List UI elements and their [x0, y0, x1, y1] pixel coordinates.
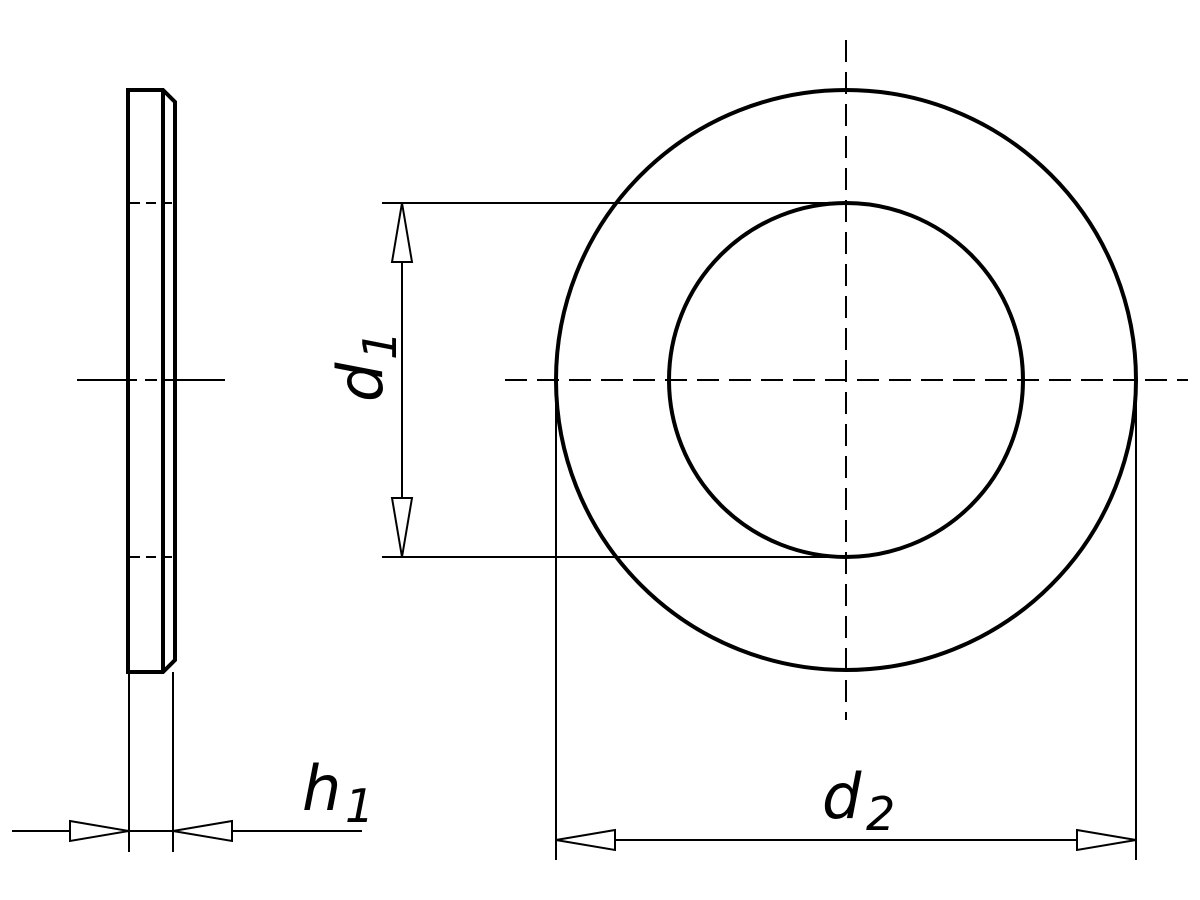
dimension-d1: d 1 [324, 202, 846, 558]
dimension-label-d: d [822, 760, 862, 833]
arrow-head [172, 819, 233, 843]
arrow-head [555, 828, 616, 852]
dimension-label-subscript: 2 [866, 787, 895, 841]
dimension-label-d: d [324, 362, 397, 402]
dimension-label-subscript: 1 [353, 331, 407, 360]
side-view [77, 88, 225, 674]
arrow-head [69, 819, 130, 843]
dimension-d2: d 2 [555, 380, 1137, 860]
arrow-head [390, 497, 414, 558]
front-view [505, 40, 1188, 720]
dimension-label-subscript: 1 [345, 779, 374, 833]
arrow-head [390, 202, 414, 263]
dimension-label-h: h [302, 752, 341, 825]
dimension-h1: h 1 [12, 672, 374, 852]
arrow-head [1076, 828, 1137, 852]
